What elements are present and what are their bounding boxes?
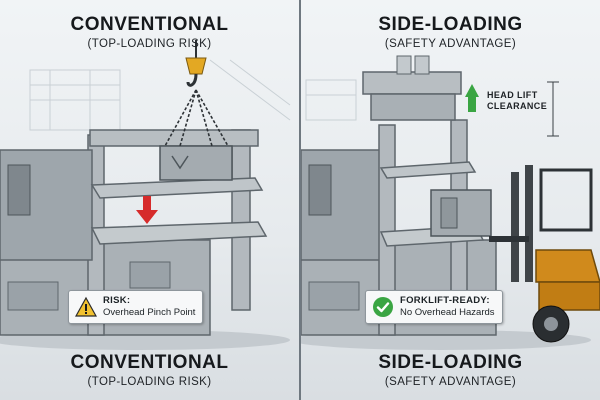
conventional-panel: CONVENTIONAL (TOP-LOADING RISK) RISK: Ov… [0,0,299,400]
forklift-hub [544,317,558,331]
callout-text: No Overhead Hazards [400,307,495,318]
head-lift-clearance-label: HEAD LIFT CLEARANCE [487,90,547,112]
forklift-mast [525,165,533,282]
mold-detail [171,155,189,170]
side-loading-panel: SIDE-LOADING (SAFETY ADVANTAGE) HEAD LIF… [301,0,600,400]
forklift [489,165,600,343]
conventional-press-illustration [0,40,291,350]
callout-heading: FORKLIFT-READY: [400,295,490,306]
press-column [231,129,251,311]
press-head-block [370,93,456,121]
panel-footer-subtitle: (SAFETY ADVANTAGE) [384,376,517,388]
forklift-fork [489,236,529,242]
forklift-mast [511,172,519,282]
warning-triangle-icon [75,296,97,317]
base-access-panel [7,281,59,311]
side-loaded-mold [430,189,492,237]
base-access-panel [129,261,171,289]
forklift-overhead-guard [539,168,593,232]
risk-callout: RISK: Overhead Pinch Point [68,290,204,324]
panel-subtitle: (SAFETY ADVANTAGE) [384,38,517,50]
base-access-panel [308,281,360,311]
down-arrow-icon [136,196,158,224]
panel-title: CONVENTIONAL [70,14,229,35]
lifting-chains [164,89,229,147]
hydraulic-unit [7,164,31,216]
crane-hook-icon [185,40,207,87]
side-loading-press-illustration [301,55,600,350]
hydraulic-cylinder [414,55,430,75]
hydraulic-unit [308,164,332,216]
mold-detail [440,197,458,229]
lower-platen [90,221,268,245]
up-arrow-icon [465,84,479,112]
panel-subtitle: (TOP-LOADING RISK) [87,38,212,50]
raised-press-head [362,71,462,95]
check-circle-icon [373,297,393,317]
suspended-mold [159,145,233,181]
panel-footer-title: SIDE-LOADING [378,352,523,373]
callout-heading: RISK: [103,295,131,306]
background-sketch [305,79,357,121]
top-crosshead [89,129,259,147]
hydraulic-cylinder [396,55,412,75]
forklift-body [535,249,600,283]
forklift-ready-callout: FORKLIFT-READY: No Overhead Hazards [365,290,503,324]
lift-label-line: HEAD LIFT [487,90,538,100]
clearance-dimension [547,81,559,137]
forklift-chassis [538,281,600,311]
callout-text: Overhead Pinch Point [103,307,196,318]
upper-platen [379,161,477,179]
panel-title: SIDE-LOADING [378,14,523,35]
panel-footer-title: CONVENTIONAL [70,352,229,373]
background-sketch [29,59,291,131]
panel-footer-subtitle: (TOP-LOADING RISK) [87,376,212,388]
panel-divider [299,0,301,400]
lift-label-line: CLEARANCE [487,101,548,111]
